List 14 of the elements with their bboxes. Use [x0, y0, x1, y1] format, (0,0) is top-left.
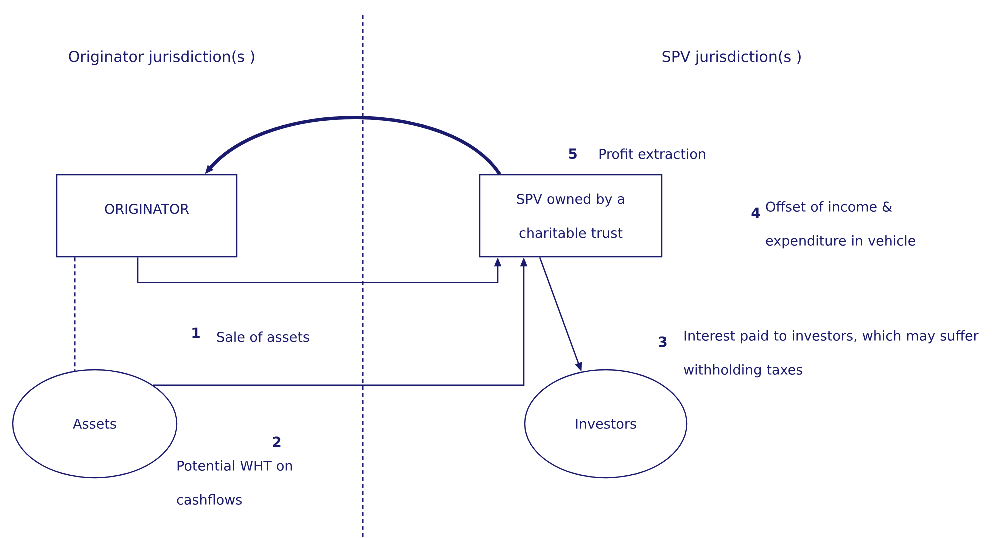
heading: SPV jurisdiction(s ) — [662, 50, 801, 66]
step-number: 2 — [273, 436, 281, 448]
step-number: 4 — [752, 208, 760, 218]
heading: Originator jurisdiction(s ) — [69, 50, 254, 66]
step-number: 3 — [659, 336, 667, 348]
step-number: 5 — [569, 148, 577, 160]
step-number: 1 — [192, 328, 200, 338]
step-label: Offset of income & expenditure in vehicle — [766, 202, 916, 249]
step-label: Potential WHT on cashflows — [177, 460, 292, 505]
step-label: Profit extraction — [600, 148, 706, 160]
ellipse-node: Assets — [12, 369, 178, 479]
step-label: Sale of assets — [217, 332, 310, 342]
process-box: ORIGINATOR — [56, 174, 238, 258]
process-box: SPV owned by a charitable trust — [479, 174, 663, 258]
